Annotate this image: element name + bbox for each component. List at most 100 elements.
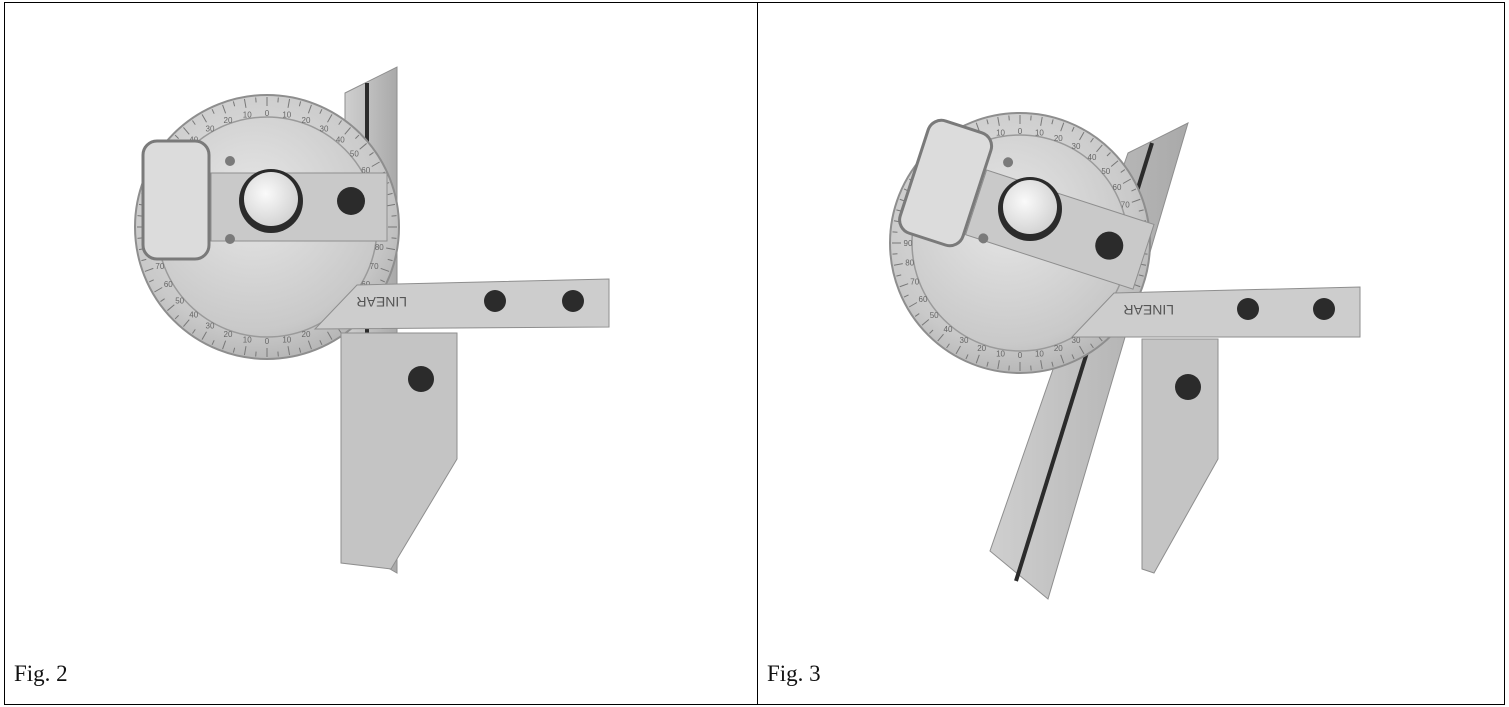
dial-tick (986, 361, 989, 367)
dial-tick (1110, 160, 1119, 167)
screw-icon (225, 234, 235, 244)
dial-number: 20 (977, 344, 986, 353)
dial-tick (929, 329, 934, 334)
dial-tick (1138, 209, 1144, 212)
dial-tick (1060, 354, 1065, 364)
dial-tick (386, 247, 396, 251)
vernier-window (141, 139, 211, 261)
dial-number: 0 (1018, 127, 1023, 136)
stock-knob (1175, 374, 1201, 400)
screw-icon (225, 156, 235, 166)
figure-cell-fig3: 0102030405060708090807060504030201001020… (758, 3, 1504, 704)
dial-tick (192, 120, 196, 125)
dial-tick (921, 319, 930, 326)
dial-number: 40 (944, 325, 953, 334)
arm-knob-2 (1313, 298, 1335, 320)
dial-tick (903, 294, 909, 298)
dial-number: 10 (1035, 349, 1044, 358)
dial-tick (167, 304, 175, 311)
dial-number: 30 (960, 336, 969, 345)
dial-number: 0 (265, 109, 270, 118)
dial-tick (937, 333, 944, 342)
center-cap (1003, 180, 1057, 234)
dial-tick (387, 192, 393, 196)
dial-tick (1060, 122, 1065, 132)
dial-number: 70 (370, 262, 379, 271)
dial-tick (1071, 126, 1075, 132)
dial-tick (192, 329, 196, 334)
dial-tick (307, 104, 312, 114)
dial-tick (298, 101, 302, 107)
stock (340, 332, 458, 570)
dial-tick (896, 274, 902, 277)
dial-tick (908, 302, 918, 308)
horizontal-arm (1070, 286, 1361, 338)
dial-number: 30 (206, 322, 215, 331)
dial-tick (183, 319, 190, 327)
dial-number: 20 (302, 116, 311, 125)
dial-tick (1040, 360, 1043, 370)
dial-tick (243, 98, 247, 108)
dial-tick (899, 283, 909, 288)
dial-tick (1040, 116, 1043, 126)
dial-tick (144, 267, 154, 272)
dial-tick (243, 346, 247, 356)
dial-number: 20 (224, 116, 233, 125)
arm-knob-1 (484, 290, 506, 312)
dial-number: 10 (243, 111, 252, 120)
dial-tick (355, 134, 360, 139)
dial-tick (1096, 144, 1103, 153)
dial-number: 20 (1054, 344, 1063, 353)
dial-tick (160, 298, 165, 302)
dial-tick (232, 347, 236, 353)
dial-number: 70 (910, 277, 919, 286)
dial-tick (1090, 137, 1094, 143)
figure-caption: Fig. 2 (14, 661, 68, 686)
dial-tick (344, 127, 351, 135)
dial-tick (380, 267, 390, 272)
dial-tick (141, 258, 147, 262)
bevel-protractor-photo-fig3: 0102030405060708090807060504030201001020… (889, 112, 1361, 600)
dial-tick (222, 104, 227, 114)
dial-tick (201, 331, 207, 340)
dial-tick (222, 340, 227, 350)
dial-tick (946, 343, 950, 349)
dial-tick (1138, 274, 1144, 277)
dial-number: 0 (1018, 351, 1023, 360)
lock-knob (1095, 231, 1124, 260)
stock-knob (408, 366, 434, 392)
dial-tick (975, 354, 980, 364)
screw-icon (1003, 157, 1014, 168)
dial-tick (201, 114, 207, 123)
dial-tick (287, 346, 291, 356)
dial-number: 30 (320, 124, 329, 133)
arm-knob-2 (562, 290, 584, 312)
dial-tick (914, 313, 920, 317)
dial-number: 70 (155, 262, 164, 271)
dial-tick (975, 122, 980, 132)
dial-tick (287, 98, 291, 108)
dial-tick (211, 108, 215, 114)
dial-number: 50 (930, 311, 939, 320)
dial-number: 40 (1088, 153, 1097, 162)
dial-tick (965, 354, 969, 360)
center-cap (244, 172, 298, 226)
vernier-window (898, 118, 994, 248)
dial-tick (338, 120, 342, 125)
dial-tick (986, 119, 989, 125)
dial-tick (1106, 152, 1111, 157)
dial-tick (319, 108, 323, 114)
dial-tick (387, 258, 393, 262)
dial-number: 20 (1054, 134, 1063, 143)
figure-table: 0102030405060708090807060504030201001020… (4, 2, 1505, 705)
dial-number: 90 (904, 239, 913, 248)
dial-number: 10 (996, 349, 1005, 358)
dial-tick (380, 279, 386, 283)
dial-tick (298, 347, 302, 353)
dial-number: 40 (336, 136, 345, 145)
dial-tick (327, 331, 333, 340)
dial-tick (1051, 361, 1054, 367)
dial-number: 20 (224, 330, 233, 339)
dial-tick (1122, 178, 1132, 184)
dial-number: 10 (282, 335, 291, 344)
